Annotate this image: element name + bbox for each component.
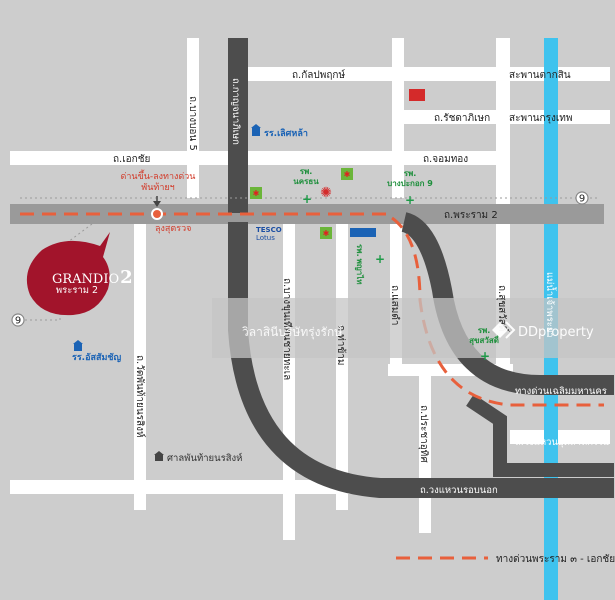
label-chao-phraya: แม่น้ำเจ้าพระยา: [544, 272, 557, 338]
tesco-label: TESCO: [256, 226, 282, 234]
label-taksin-bridge: สะพานตากสิน: [509, 70, 571, 81]
road-tha-kham: [336, 210, 348, 510]
landmark-icon: ✺: [320, 185, 332, 201]
label-ekkachai: ถ.เอกชัย: [113, 154, 150, 165]
label-tha-kham: ถ.ท่าข้าม: [335, 325, 347, 365]
hospital-suksawat-label-2: สุขสวัสดิ์: [469, 334, 500, 346]
route-shield-icon: 9: [575, 191, 589, 205]
label-chaloem-expressway: ทางด่วนเฉลิมมหานคร: [515, 386, 607, 397]
toll-gate-icon: [151, 208, 163, 220]
label-suk-sawat: ถ.สุขสวัสดิ์: [496, 285, 510, 333]
school-sarasas-label: รร.เลิศหล้า: [264, 128, 308, 139]
label-wat-phan-thai: ถ.วัดพันท้ายนรสิงห์: [134, 355, 146, 438]
store-icon-glyph: ✱: [253, 189, 260, 198]
hospital-cross-icon: +: [480, 349, 490, 363]
road-ekkachai-chomthong: [10, 151, 498, 165]
expressway-rama3-branch: [391, 216, 604, 407]
store-icon: [341, 168, 353, 180]
shrine-icon: [154, 451, 164, 461]
toll-gate-label-2: พันท้ายฯ: [141, 182, 174, 193]
hospital-suksawat-label: รพ.: [478, 326, 491, 335]
shrine-label: ศาลพันท้ายนรสิงห์: [167, 452, 242, 464]
store-icon: [350, 228, 376, 237]
hospital-samae-label: รพ.พญาไท: [354, 244, 365, 285]
legend-label: ทางด่วนพระราม ๓ - เอกชัย: [496, 554, 615, 565]
hospital-bangmod-label: รพ.: [404, 169, 417, 178]
school-asumption-label: รร.อัสสัมชัญ: [72, 352, 122, 363]
school-icon: [251, 124, 261, 136]
road-krungthep-bridge: [510, 110, 610, 124]
lotus-label: Lotus: [256, 234, 275, 242]
arrow-down-icon: [153, 201, 161, 207]
road-ratchadaphisek: [392, 110, 548, 124]
highway-kanchanaphisek-north: [228, 38, 248, 213]
grandio-logo-pin: [26, 232, 110, 316]
hospital-cross-icon: +: [405, 193, 415, 207]
watermark-band: [212, 298, 615, 358]
road-industrial-ring: [510, 430, 610, 444]
route-9-label: 9: [579, 194, 585, 205]
label-samae-dam: ถ.แสมดำ: [389, 285, 400, 325]
school-icon: [73, 340, 83, 351]
label-kanlapaphruek: ถ.กัลปพฤกษ์: [292, 69, 345, 81]
logo-main: GRANDIO2: [52, 267, 133, 288]
store-icon: [250, 187, 262, 199]
route-9-label: 9: [15, 316, 21, 327]
store-icon: [320, 227, 332, 239]
road-taksin-bridge: [510, 67, 610, 81]
ddproperty-logo-icon: [492, 321, 516, 339]
highway-industrial-ring: [466, 394, 614, 477]
label-ratchadaphisek: ถ.รัชดาภิเษก: [434, 113, 490, 124]
route-shield-icon: 9: [11, 313, 25, 327]
label-bang-bon-5: ถ.บางบอน 5: [187, 96, 198, 151]
watermark-text: วิลาสินีบริษัทรุ่งรักษ์: [242, 325, 343, 340]
label-pracha-uthit: ถ.ประชาอุทิศ: [418, 405, 429, 463]
store-icon: [409, 89, 425, 101]
store-icon-glyph: ✱: [323, 229, 330, 238]
label-bang-khun-thian: ถ.บางขุนเทียนชายทะเล: [281, 278, 293, 380]
sukhum-dao-label: ลุงสุตรวจ: [155, 224, 191, 234]
hospital-bangmod-label-2: บางปะกอก 9: [387, 179, 433, 188]
label-kanchanaphisek: ถ.กาญจนาภิเษก: [230, 78, 241, 145]
label-rama-2: ถ.พระราม 2: [444, 210, 498, 221]
label-krungthep-bridge: สะพานกรุงเทพ: [509, 113, 572, 124]
label-outer-ring: ถ.วงแหวนรอบนอก: [420, 485, 498, 496]
label-industrial-ring: ถ.วงแหวนอุตสาหกรรม: [515, 437, 609, 448]
store-icon-glyph: ✱: [344, 170, 351, 179]
logo-sub: พระราม 2: [56, 285, 98, 296]
road-kanlapaphruek: [248, 67, 548, 81]
watermark-brand: DDproperty: [518, 325, 594, 340]
hospital-nakhon-label: รพ.: [300, 167, 313, 176]
road-wat-phan-thai: [134, 210, 146, 510]
toll-gate-label: ด่านขึ้น-ลงทางด่วน: [121, 169, 196, 182]
hospital-cross-icon: +: [302, 192, 312, 206]
hospital-nakhon-label-2: นครธน: [293, 177, 319, 186]
hospital-cross-icon: +: [375, 252, 385, 266]
label-chomthong: ถ.จอมทอง: [423, 154, 468, 165]
